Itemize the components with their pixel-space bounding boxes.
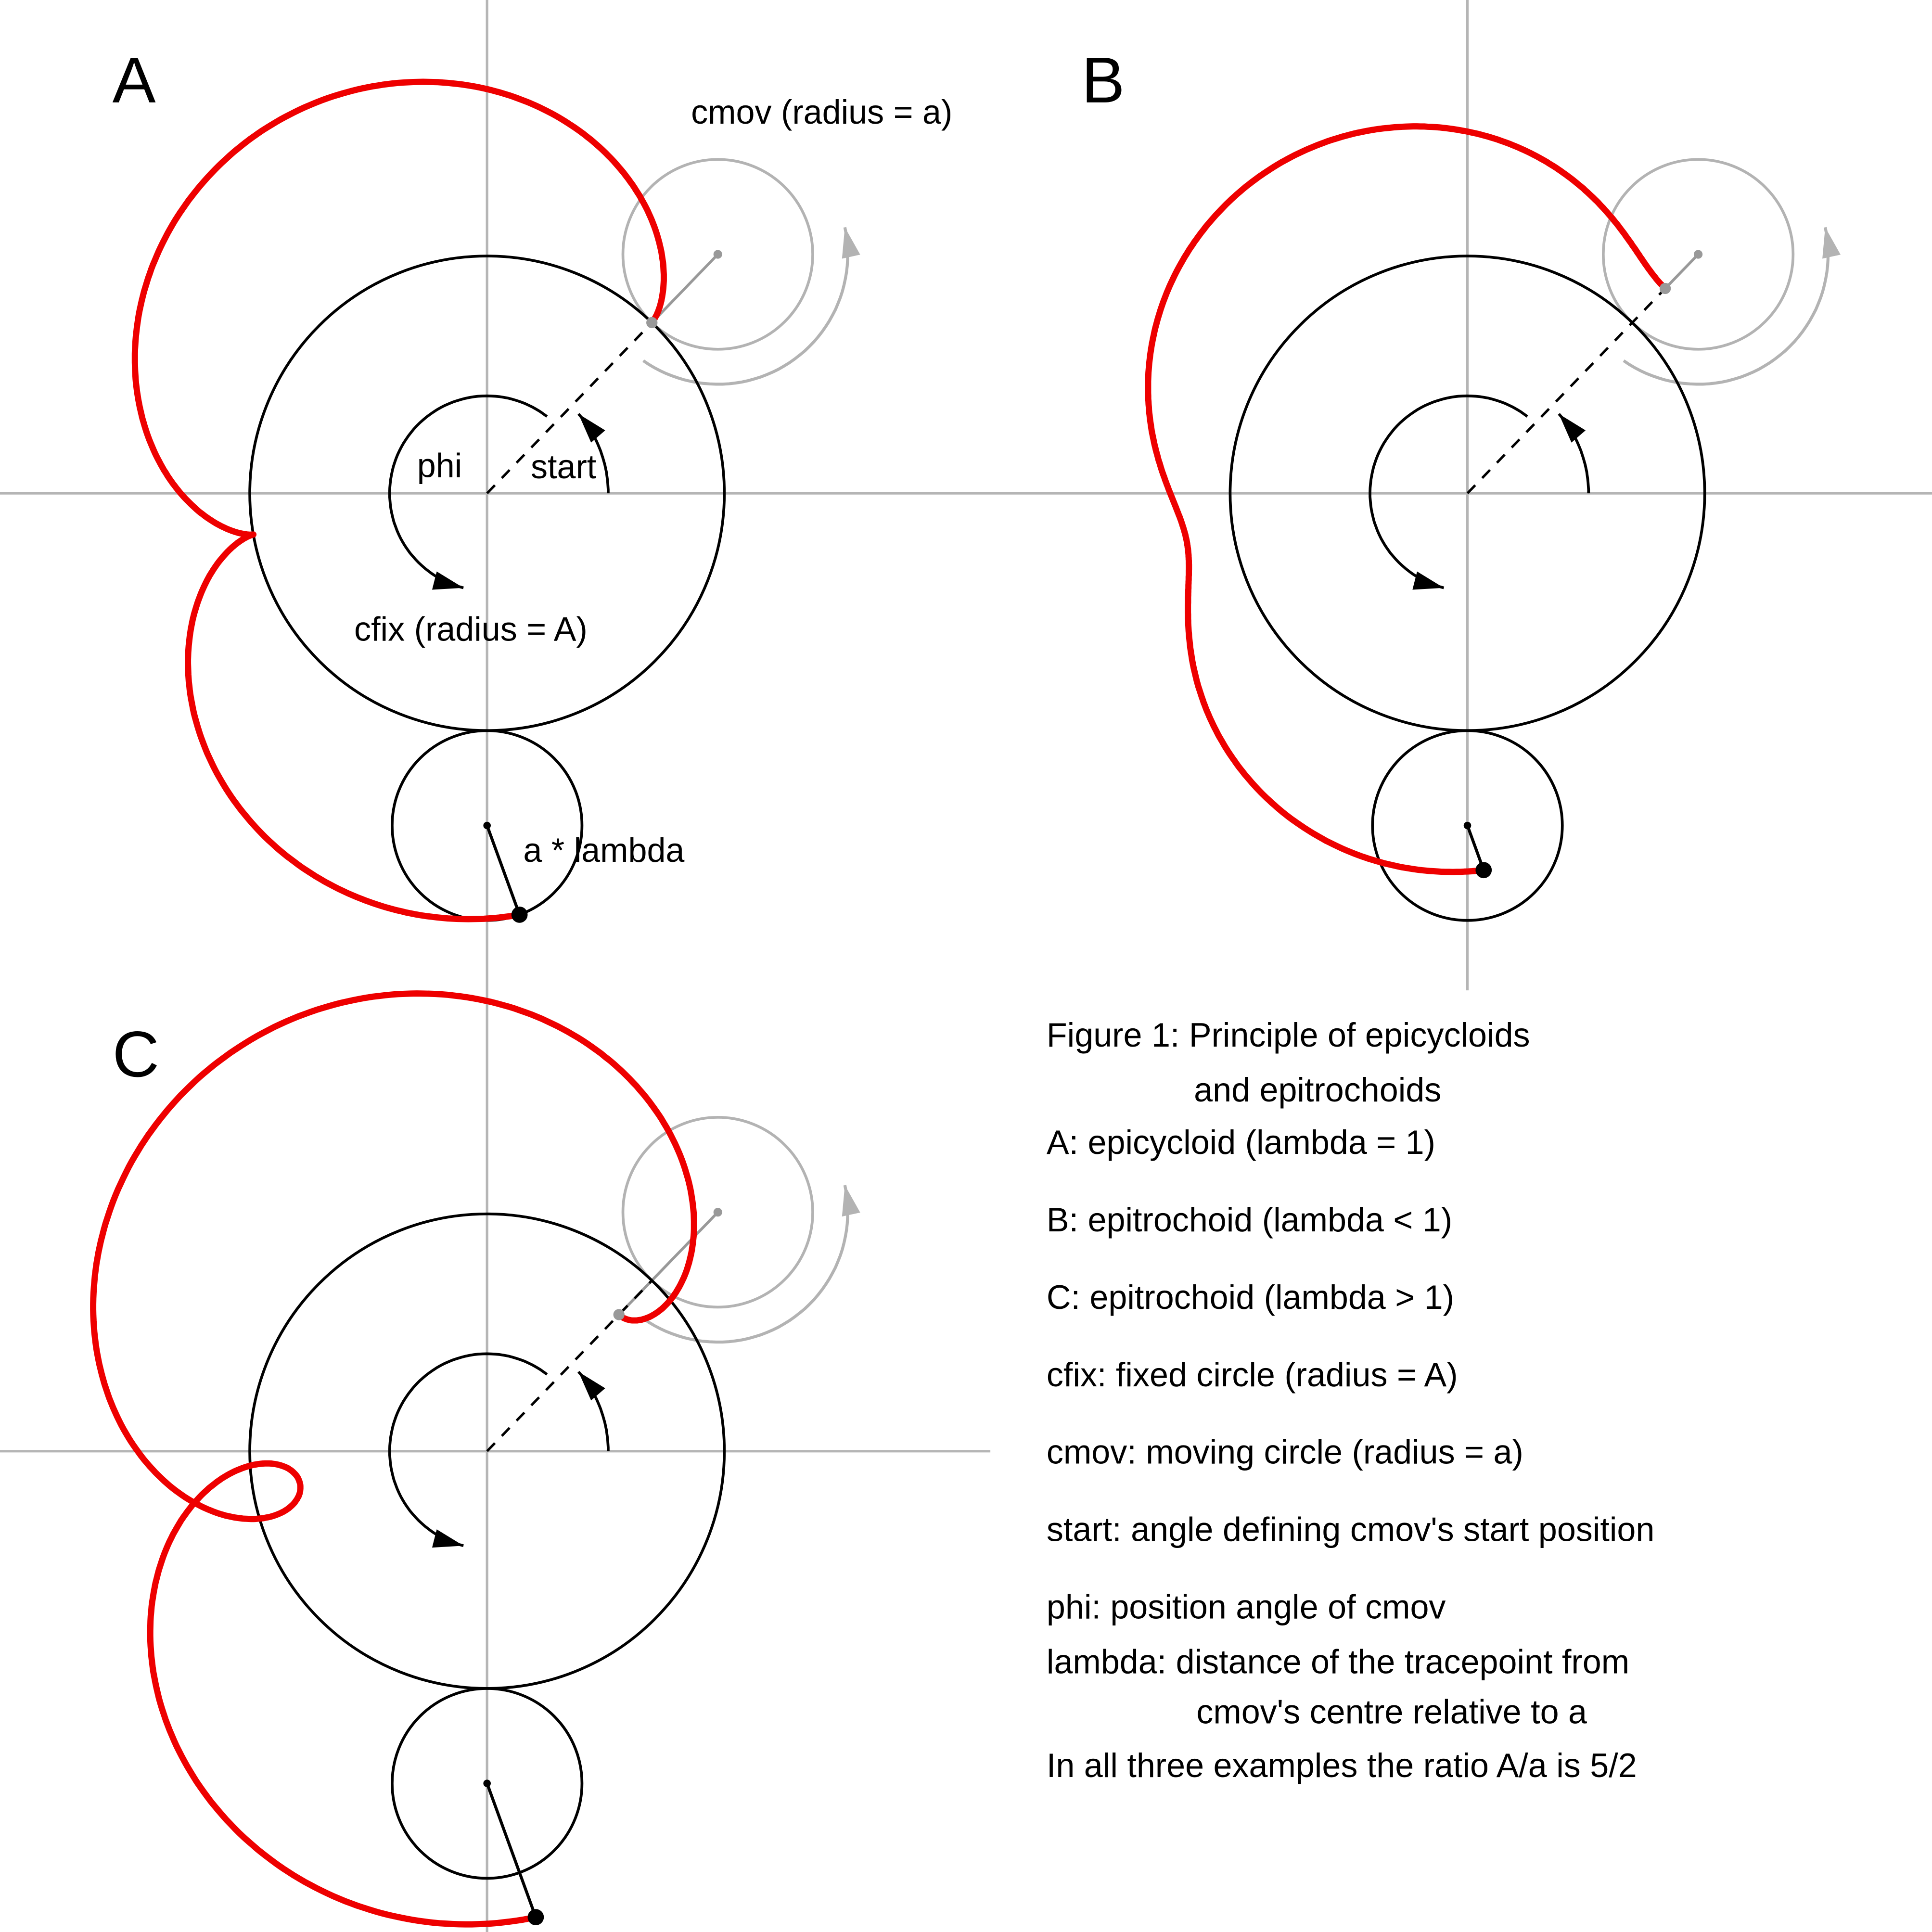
cmov-rotation-arrowhead — [842, 227, 860, 259]
cmov-start-circle — [621, 1116, 814, 1309]
cmov-current-centre-dot — [1463, 821, 1471, 830]
phi-angle-arrowhead — [432, 571, 464, 590]
start-dashed-radius — [486, 1279, 653, 1452]
trace-start-dot — [1659, 282, 1671, 294]
cmov-current-centre-dot — [483, 821, 491, 830]
tracer-arm — [486, 825, 521, 915]
cmov-label: cmov (radius = a) — [691, 93, 952, 131]
panel-b-letter: B — [1082, 44, 1125, 116]
legend-item-c: C: epitrochoid (lambda > 1) — [1047, 1279, 1454, 1316]
trace-point-dot — [511, 907, 528, 923]
legend-item-lambda-1: lambda: distance of the tracepoint from — [1047, 1643, 1629, 1681]
cmov-start-radius-line — [651, 253, 719, 324]
cmov-start-centre-dot — [713, 250, 722, 259]
cmov-start-centre-dot — [713, 1208, 722, 1217]
phi-angle-arrowhead — [1412, 571, 1444, 590]
legend-item-cfix: cfix: fixed circle (radius = A) — [1047, 1356, 1458, 1394]
trace-point-dot — [1475, 862, 1492, 879]
cmov-rotation-arrowhead — [1822, 227, 1841, 259]
start-dashed-radius — [486, 321, 653, 494]
tracer-arm — [486, 1783, 537, 1918]
start-angle-arrowhead — [578, 414, 605, 443]
cmov-start-circle — [621, 158, 814, 351]
phi-label: phi — [417, 447, 462, 484]
cfix-label: cfix (radius = A) — [354, 610, 588, 648]
legend-item-b: B: epitrochoid (lambda < 1) — [1047, 1201, 1452, 1239]
phi-angle-arc — [388, 1352, 548, 1548]
phi-angle-arc — [1369, 394, 1528, 589]
panel-a-letter: A — [113, 44, 156, 116]
trace-point-dot — [527, 1909, 544, 1926]
trace-start-dot — [646, 317, 658, 329]
cmov-current-centre-dot — [483, 1779, 491, 1787]
cmov-start-circle — [1601, 158, 1795, 351]
cmov-current-circle — [1371, 729, 1564, 922]
trace-curve — [131, 78, 667, 922]
cmov-start-centre-dot — [1694, 250, 1703, 259]
legend-item-phi: phi: position angle of cmov — [1047, 1588, 1446, 1626]
start-angle-arrowhead — [1559, 414, 1586, 443]
legend-item-a: A: epicycloid (lambda = 1) — [1047, 1124, 1435, 1161]
text-layer: A B C cmov (radius = a) phi start cfix (… — [113, 44, 1655, 1784]
trace-curve — [90, 990, 697, 1928]
panel-A-geometry — [131, 78, 860, 923]
legend-title-line-2: and epitrochoids — [1194, 1071, 1441, 1109]
panel-C-geometry — [90, 990, 860, 1928]
legend-item-ratio: In all three examples the ratio A/a is 5… — [1047, 1747, 1637, 1784]
phi-angle-arc — [388, 394, 548, 589]
start-dashed-radius — [1466, 287, 1666, 494]
legend-item-start: start: angle defining cmov's start posit… — [1047, 1511, 1654, 1548]
phi-angle-arrowhead — [432, 1529, 464, 1548]
panel-c-letter: C — [113, 1018, 159, 1090]
cmov-rotation-arc — [642, 1185, 849, 1344]
trace-start-dot — [613, 1309, 625, 1320]
cmov-current-circle — [391, 1687, 584, 1880]
start-label: start — [531, 448, 596, 486]
trace-curve — [1145, 123, 1669, 875]
start-angle-arrowhead — [578, 1371, 605, 1401]
cmov-rotation-arrowhead — [842, 1185, 860, 1217]
cmov-rotation-arc — [1623, 227, 1830, 386]
a-lambda-label: a * lambda — [523, 832, 684, 869]
cmov-start-radius-line — [1664, 253, 1700, 290]
panel-B-geometry — [1145, 123, 1841, 922]
legend-title-line-1: Figure 1: Principle of epicycloids — [1047, 1016, 1530, 1054]
legend-item-cmov: cmov: moving circle (radius = a) — [1047, 1433, 1523, 1471]
cmov-rotation-arc — [642, 227, 849, 386]
legend-item-lambda-2: cmov's centre relative to a — [1196, 1693, 1587, 1731]
